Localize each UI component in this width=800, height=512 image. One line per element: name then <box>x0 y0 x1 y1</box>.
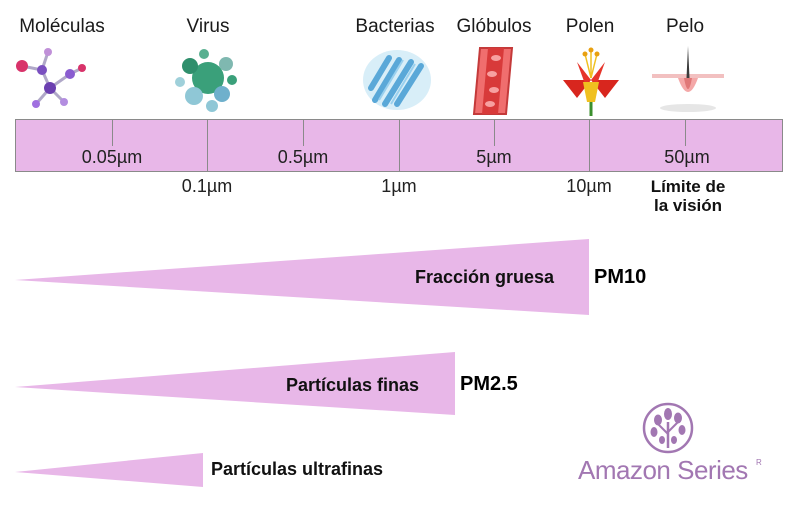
scale-bar <box>15 119 783 172</box>
scale-boundary-label: 1µm <box>381 176 417 196</box>
scale-major-tick <box>589 120 590 171</box>
virus-icon <box>175 49 237 112</box>
label-cells: Glóbulos <box>456 16 532 37</box>
scale-minor-tick <box>494 120 495 146</box>
fraction-label-ultrafine: Partículas ultrafinas <box>211 459 384 479</box>
fraction-label-fine: Partículas finas <box>286 375 420 395</box>
label-molecules: Moléculas <box>19 16 105 37</box>
vision-limit-label: Límite de la visión <box>651 177 726 215</box>
brand-registered-mark: R <box>756 458 762 467</box>
vision-limit-line2: la visión <box>653 196 723 215</box>
blood-vessel-icon <box>472 47 514 115</box>
fraction-label-coarse: Fracción gruesa <box>415 267 555 287</box>
scale-range-label: 5µm <box>476 147 512 167</box>
scale-major-tick <box>399 120 400 171</box>
scale-major-tick <box>207 120 208 171</box>
scale-range-label: 0.5µm <box>277 147 329 167</box>
scale-boundary-label: 0.1µm <box>181 176 233 196</box>
label-virus: Virus <box>186 16 230 37</box>
pm-label-fine: PM2.5 <box>460 373 518 395</box>
hair-follicle-icon <box>652 46 724 112</box>
vision-limit-line1: Límite de <box>650 177 726 196</box>
scale-minor-tick <box>303 120 304 146</box>
scale-minor-tick <box>685 120 686 146</box>
scale-minor-tick <box>112 120 113 146</box>
scale-range-label: 0.05µm <box>81 147 143 167</box>
brand-tree-logo <box>642 402 694 454</box>
fraction-wedges <box>15 239 589 487</box>
wedge-ultrafine <box>15 453 203 487</box>
wedge-fine <box>15 352 455 415</box>
bacteria-icon <box>363 50 431 110</box>
molecule-icon <box>16 48 86 108</box>
flower-icon <box>563 47 619 116</box>
wedge-coarse <box>15 239 589 315</box>
label-pollen: Polen <box>565 16 615 37</box>
scale-boundary-label: 10µm <box>566 176 612 196</box>
brand-name: Amazon Series <box>578 455 748 485</box>
scale-range-label: 50µm <box>664 147 710 167</box>
label-bacteria: Bacterias <box>355 16 435 37</box>
pm-label-coarse: PM10 <box>594 266 647 288</box>
label-hair: Pelo <box>665 16 705 37</box>
